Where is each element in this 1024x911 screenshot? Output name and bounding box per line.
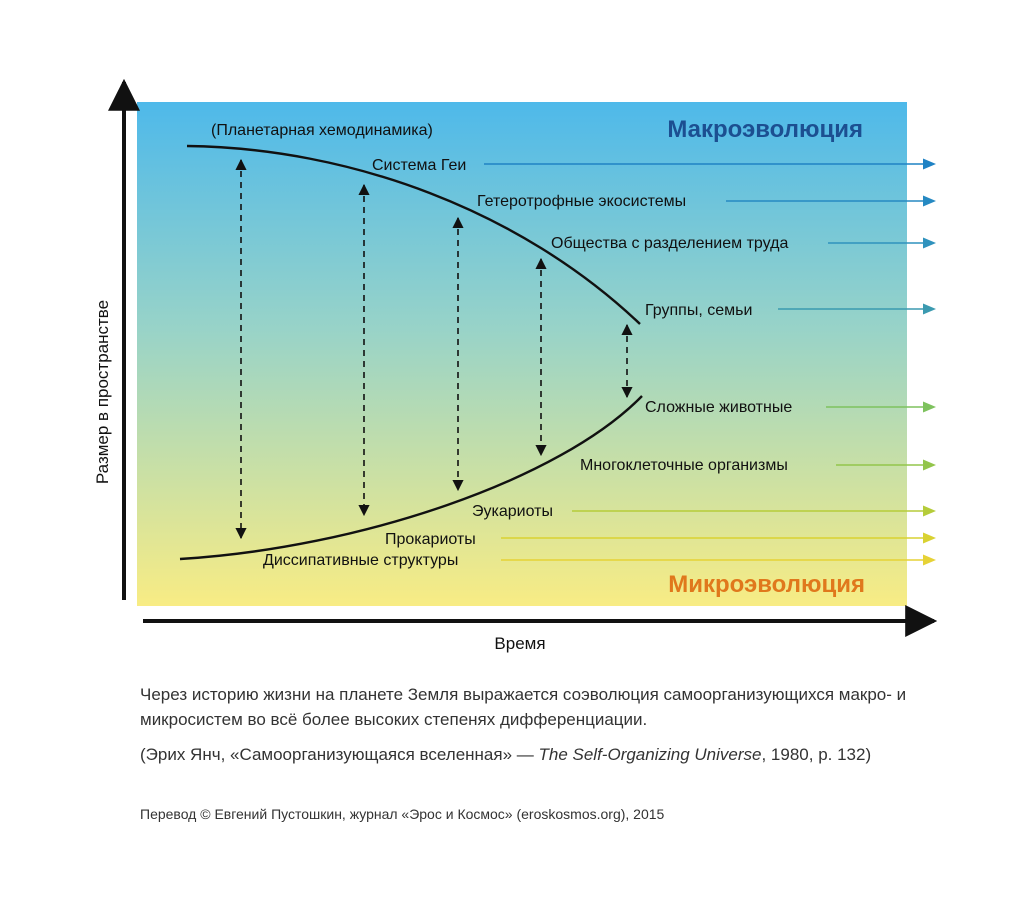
level-label-societies-division-of-labor: Общества с разделением труда (551, 235, 788, 252)
translation-credit: Перевод © Евгений Пустошкин, журнал «Эро… (140, 806, 665, 822)
level-label-prokaryotes: Прокариоты (385, 531, 476, 548)
level-label-heterotrophic-ecosystems: Гетеротрофные экосистемы (477, 193, 686, 210)
level-arrowhead (923, 158, 936, 170)
level-arrows (484, 158, 936, 566)
citation: (Эрих Янч, «Самоорганизующаяся вселенная… (140, 742, 960, 767)
planetary-chemodynamics-label: (Планетарная хемодинамика) (211, 122, 433, 139)
level-label-eukaryotes: Эукариоты (472, 503, 553, 520)
upper-curve (186, 144, 641, 325)
citation-title: The Self-Organizing Universe (538, 745, 762, 764)
level-label-dissipative-structures: Диссипативные структуры (263, 552, 458, 569)
level-arrowhead (923, 532, 936, 544)
level-arrowhead (923, 303, 936, 315)
level-label-multicellular-organisms: Многоклеточные организмы (580, 457, 788, 474)
lower-curve (179, 395, 643, 561)
level-label-complex-animals: Сложные животные (645, 399, 792, 416)
level-arrowhead (923, 505, 936, 517)
caption-text: Через историю жизни на планете Земля выр… (140, 685, 907, 729)
level-arrowhead (923, 554, 936, 566)
level-arrowhead (923, 401, 936, 413)
level-arrowhead (923, 459, 936, 471)
x-axis-label: Время (494, 634, 545, 653)
evolution-diagram: Размер в пространстве Время Макроэволюци… (93, 78, 938, 653)
gradient-background (137, 102, 907, 606)
citation-prefix: (Эрих Янч, «Самоорганизующаяся вселенная… (140, 745, 539, 764)
y-axis-label: Размер в пространстве (93, 300, 112, 484)
level-arrowhead (923, 195, 936, 207)
level-label-groups-families: Группы, семьи (645, 302, 752, 319)
microevolution-header: Микроэволюция (668, 571, 865, 598)
macroevolution-header: Макроэволюция (667, 116, 863, 143)
level-arrowhead (923, 237, 936, 249)
citation-suffix: , 1980, p. 132) (761, 745, 872, 764)
level-label-gaia-system: Система Геи (372, 157, 466, 174)
